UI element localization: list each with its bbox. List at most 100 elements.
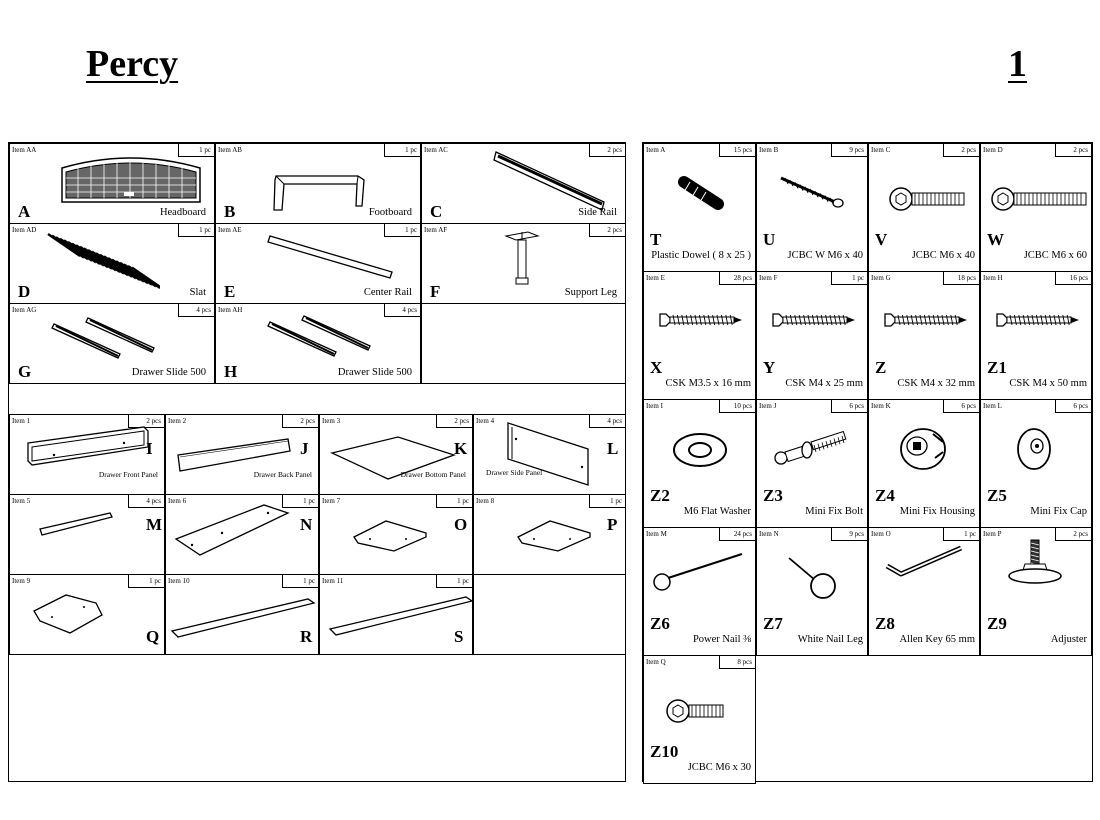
- part-name: Support Leg: [564, 287, 617, 298]
- screw-icon: [881, 310, 971, 334]
- part-letter: J: [300, 439, 309, 458]
- quantity-box: 1 pc: [436, 495, 472, 508]
- part-name: CSK M4 x 32 mm: [897, 378, 975, 389]
- item-number: Item F: [759, 274, 778, 282]
- part-name: Center Rail: [363, 287, 412, 298]
- quantity-box: 16 pcs: [1055, 272, 1091, 285]
- slat-icon: [40, 230, 165, 294]
- quantity-box: 15 pcs: [719, 144, 755, 157]
- quantity-box: 6 pcs: [831, 400, 867, 413]
- part-name: CSK M3.5 x 16 mm: [665, 378, 751, 389]
- part-letter: V: [875, 230, 888, 249]
- item-number: Item 10: [168, 577, 190, 585]
- nail-icon: [650, 546, 750, 600]
- mini-fix-bolt-icon: [771, 430, 851, 474]
- item-number: Item A: [646, 146, 666, 154]
- item-number: Item AA: [12, 146, 37, 154]
- part-letter: D: [18, 282, 31, 301]
- part-letter: M: [146, 515, 163, 534]
- item-number: Item K: [871, 402, 891, 410]
- item-number: Item 2: [168, 417, 187, 425]
- item-number: Item N: [759, 530, 779, 538]
- part-name: Mini Fix Cap: [1030, 506, 1087, 517]
- item-number: Item AG: [12, 306, 37, 314]
- part-name: Plastic Dowel ( 8 x 25 ): [651, 250, 751, 261]
- support-leg-icon: [502, 228, 542, 292]
- strip-icon: [36, 509, 116, 543]
- item-number: Item 4: [476, 417, 495, 425]
- part-name: CSK M4 x 50 mm: [1009, 378, 1087, 389]
- part-name: Drawer Slide 500: [337, 367, 412, 378]
- quantity-box: 1 pc: [384, 144, 420, 157]
- corner-board-icon: [30, 591, 110, 640]
- item-number: Item 3: [322, 417, 341, 425]
- item-number: Item AF: [424, 226, 448, 234]
- quantity-box: 1 pc: [831, 272, 867, 285]
- item-number: Item B: [759, 146, 779, 154]
- page-number: 1: [1008, 43, 1027, 85]
- item-number: Item AD: [12, 226, 37, 234]
- screw-icon: [769, 310, 859, 334]
- bracket-board-icon: [514, 515, 594, 559]
- part-name: JCBC M6 x 40: [911, 250, 975, 261]
- part-name: JCBC M6 x 60: [1023, 250, 1087, 261]
- item-number: Item P: [983, 530, 1002, 538]
- quantity-box: 4 pcs: [384, 304, 420, 317]
- part-letter: R: [300, 627, 313, 646]
- part-name: Drawer Front Panel: [98, 470, 158, 479]
- part-name: JCBC W M6 x 40: [787, 250, 863, 261]
- part-letter: Z: [875, 358, 887, 377]
- part-letter: P: [607, 515, 618, 534]
- drawer-slide-icon: [266, 310, 376, 369]
- quantity-box: 9 pcs: [831, 144, 867, 157]
- quantity-box: 2 pcs: [589, 144, 625, 157]
- quantity-box: 1 pc: [128, 575, 164, 588]
- mini-fix-housing-icon: [893, 424, 953, 478]
- quantity-box: 4 pcs: [128, 495, 164, 508]
- part-letter: Y: [763, 358, 776, 377]
- quantity-box: 2 pcs: [1055, 144, 1091, 157]
- short-bolt-icon: [664, 696, 734, 730]
- item-number: Item AC: [424, 146, 448, 154]
- quantity-box: 2 pcs: [943, 144, 979, 157]
- part-letter: E: [224, 282, 236, 301]
- part-name: Drawer Side Panel: [486, 468, 543, 477]
- part-name: JCBC M6 x 30: [687, 762, 751, 773]
- part-letter: C: [430, 202, 443, 221]
- item-number: Item 1: [12, 417, 31, 425]
- quantity-box: 2 pcs: [436, 415, 472, 428]
- part-letter: Q: [146, 627, 160, 646]
- part-letter: Z6: [650, 614, 670, 633]
- item-number: Item AH: [218, 306, 243, 314]
- part-letter: I: [146, 439, 153, 458]
- quantity-box: 2 pcs: [1055, 528, 1091, 541]
- quantity-box: 1 pc: [384, 224, 420, 237]
- item-number: Item 9: [12, 577, 31, 585]
- part-letter: G: [18, 362, 32, 381]
- quantity-box: 6 pcs: [1055, 400, 1091, 413]
- part-letter: Z9: [987, 614, 1007, 633]
- item-number: Item H: [983, 274, 1003, 282]
- bottom-panel-icon: [328, 433, 458, 487]
- part-name: Allen Key 65 mm: [899, 634, 975, 645]
- item-number: Item 6: [168, 497, 187, 505]
- part-letter: H: [224, 362, 238, 381]
- item-number: Item E: [646, 274, 665, 282]
